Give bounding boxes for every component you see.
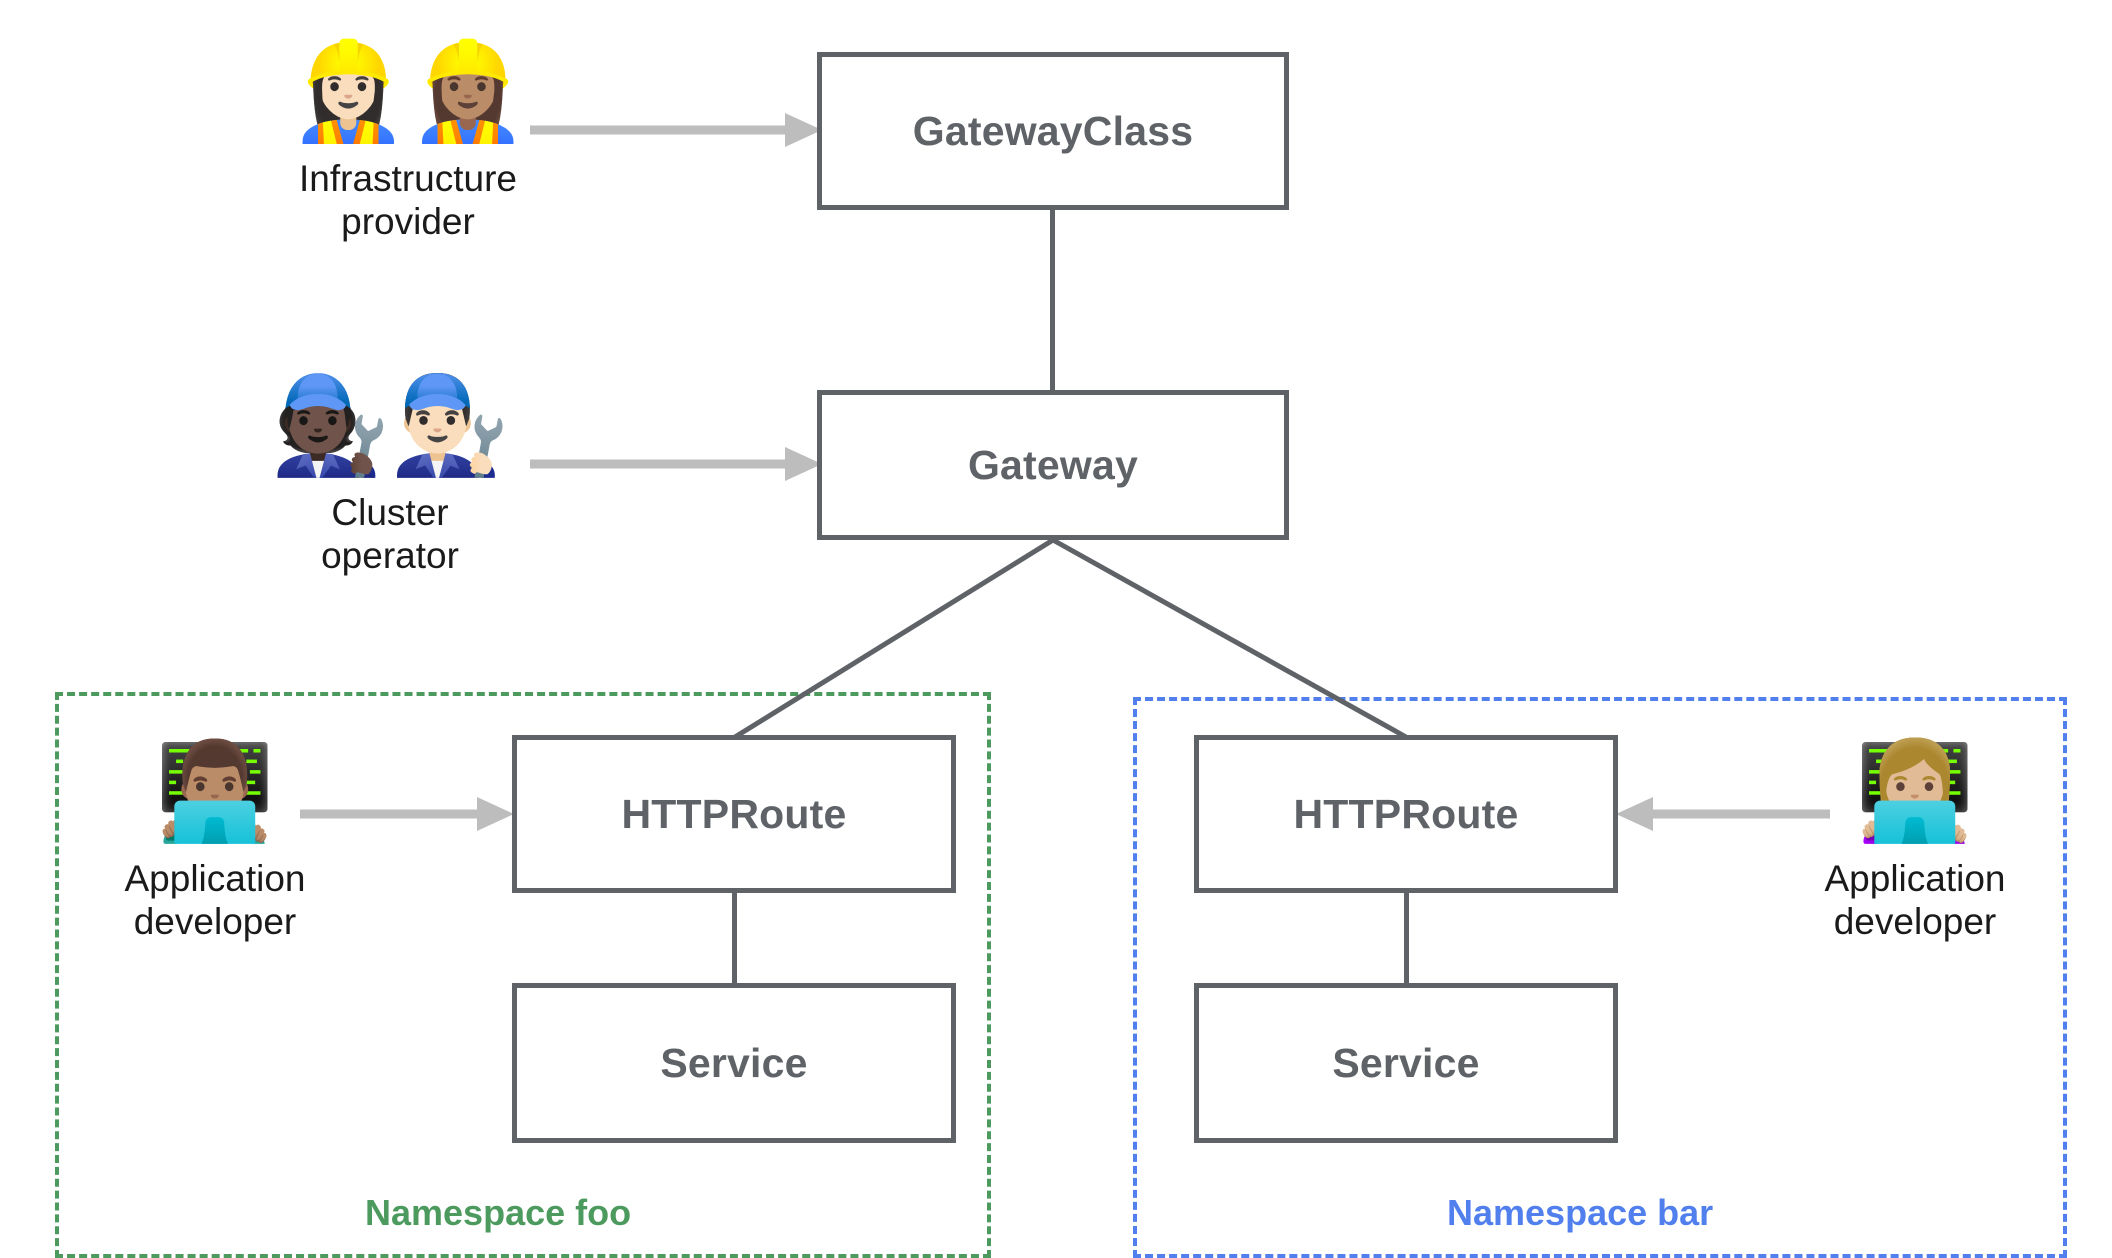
woman-construction-worker-medium-icon: 👷🏽‍♀️ xyxy=(408,38,528,145)
actor-infrastructure-provider-caption: Infrastructure provider xyxy=(299,157,517,243)
actor-application-developer-bar-icons: 👩🏼‍💻 xyxy=(1855,738,1975,845)
actor-application-developer-foo-caption: Application developer xyxy=(124,857,306,943)
node-httproute-bar[interactable]: HTTPRoute xyxy=(1194,735,1618,893)
edge-gatewayclass-gateway xyxy=(1050,208,1055,394)
node-gatewayclass-label: GatewayClass xyxy=(912,107,1194,154)
namespace-group-bar xyxy=(1133,697,2067,1258)
node-service-bar[interactable]: Service xyxy=(1194,983,1618,1143)
actor-application-developer-foo: 👨🏽‍💻 Application developer xyxy=(100,738,330,943)
man-mechanic-light-icon: 👨🏻‍🔧 xyxy=(390,372,510,479)
actor-application-developer-bar-caption: Application developer xyxy=(1824,857,2006,943)
namespace-group-foo xyxy=(55,692,991,1258)
namespace-foo-label: Namespace foo xyxy=(365,1192,632,1233)
man-technologist-medium-icon: 👨🏽‍💻 xyxy=(155,738,275,845)
namespace-bar-label: Namespace bar xyxy=(1447,1192,1714,1233)
actor-application-developer-foo-icons: 👨🏽‍💻 xyxy=(155,738,275,845)
node-gateway[interactable]: Gateway xyxy=(817,390,1289,540)
node-service-foo[interactable]: Service xyxy=(512,983,956,1143)
actor-cluster-operator: 🧑🏿‍🔧 👨🏻‍🔧 Cluster operator xyxy=(250,372,530,577)
node-httproute-foo-label: HTTPRoute xyxy=(621,790,847,837)
actor-infrastructure-provider-icons: 👷🏻‍♀️ 👷🏽‍♀️ xyxy=(288,38,528,145)
actor-cluster-operator-caption: Cluster operator xyxy=(321,491,459,577)
node-service-bar-label: Service xyxy=(1332,1039,1480,1086)
actor-cluster-operator-icons: 🧑🏿‍🔧 👨🏻‍🔧 xyxy=(270,372,510,479)
woman-construction-worker-light-icon: 👷🏻‍♀️ xyxy=(288,38,408,145)
actor-application-developer-bar: 👩🏼‍💻 Application developer xyxy=(1800,738,2030,943)
edge-httproute-service-foo xyxy=(732,890,737,986)
actor-infrastructure-provider: 👷🏻‍♀️ 👷🏽‍♀️ Infrastructure provider xyxy=(268,38,548,243)
mechanic-dark-icon: 🧑🏿‍🔧 xyxy=(270,372,390,479)
node-httproute-bar-label: HTTPRoute xyxy=(1293,790,1519,837)
woman-technologist-blonde-icon: 👩🏼‍💻 xyxy=(1855,738,1975,845)
edge-httproute-service-bar xyxy=(1404,890,1409,986)
arrow-infra-to-gatewayclass xyxy=(530,113,822,147)
node-service-foo-label: Service xyxy=(660,1039,808,1086)
node-gatewayclass[interactable]: GatewayClass xyxy=(817,52,1289,210)
arrow-operator-to-gateway xyxy=(530,447,822,481)
node-httproute-foo[interactable]: HTTPRoute xyxy=(512,735,956,893)
node-gateway-label: Gateway xyxy=(967,441,1139,488)
